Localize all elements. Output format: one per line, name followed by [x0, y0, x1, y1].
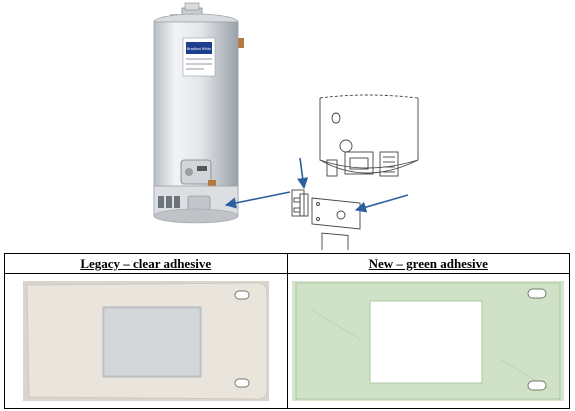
- tank-line-drawing: [319, 94, 419, 177]
- gasket-drawing: [311, 197, 361, 250]
- arrow-to-gasket: [354, 194, 409, 213]
- arrow-to-bracket: [297, 157, 309, 190]
- gasket-comparison-table: Legacy – clear adhesive New – green adhe…: [4, 253, 570, 409]
- new-gasket-photo: [292, 281, 565, 401]
- bracket-drawing: [291, 189, 309, 217]
- legacy-gasket-cell: [4, 273, 288, 409]
- water-heater-illustration: Bradford White: [153, 2, 419, 250]
- arrow-to-heater: [224, 191, 291, 209]
- new-header: New – green adhesive: [286, 253, 570, 274]
- legacy-header: Legacy – clear adhesive: [4, 253, 288, 274]
- water-heater-photo: Bradford White: [153, 2, 244, 224]
- new-gasket-cell: [286, 273, 570, 409]
- legacy-gasket-photo: [22, 281, 269, 401]
- brand-label: Bradford White: [187, 47, 211, 51]
